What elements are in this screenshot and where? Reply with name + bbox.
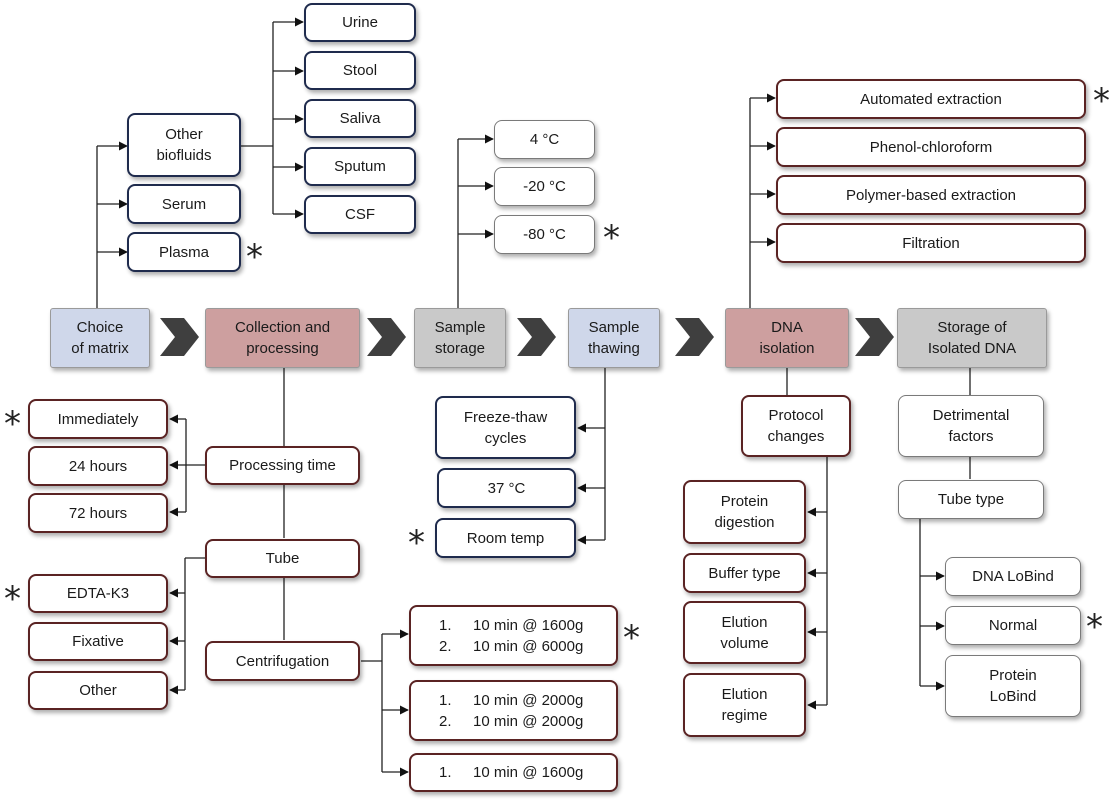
node-saliva: Saliva	[304, 99, 416, 138]
node-freeze-thaw-cycles: Freeze-thaw cycles	[435, 396, 576, 459]
stage-sample-thawing: Sample thawing	[568, 308, 660, 368]
node-processing-time: Processing time	[205, 446, 360, 485]
node-centrifugation-protocol-1: 1. 10 min @ 1600g 2. 10 min @ 6000g	[409, 605, 618, 666]
node-tube-type: Tube type	[898, 480, 1044, 519]
stage-collection-processing: Collection and processing	[205, 308, 360, 368]
node-room-temp: Room temp	[435, 518, 576, 558]
node-phenol-chloroform: Phenol-chloroform	[776, 127, 1086, 167]
node-buffer-type: Buffer type	[683, 553, 806, 593]
node-temp-minus-20c: -20 °C	[494, 167, 595, 206]
recommended-marker-room-temp: *	[408, 523, 425, 563]
node-serum: Serum	[127, 184, 241, 224]
node-fixative: Fixative	[28, 622, 168, 661]
node-elution-volume: Elution volume	[683, 601, 806, 664]
step-number: 1.	[439, 691, 452, 709]
step-number: 1.	[439, 616, 452, 634]
node-protocol-changes: Protocol changes	[741, 395, 851, 457]
node-72-hours: 72 hours	[28, 493, 168, 533]
node-urine: Urine	[304, 3, 416, 42]
node-24-hours: 24 hours	[28, 446, 168, 486]
stage-sample-storage: Sample storage	[414, 308, 506, 368]
recommended-marker-edta-k3: *	[4, 579, 21, 619]
node-plasma: Plasma	[127, 232, 241, 272]
step-number: 1.	[439, 764, 452, 781]
recommended-marker-minus-80c: *	[603, 218, 620, 258]
step-number: 2.	[439, 637, 452, 655]
node-protein-lobind: Protein LoBind	[945, 655, 1081, 717]
recommended-marker-plasma: *	[246, 237, 263, 277]
node-other-biofluids: Other biofluids	[127, 113, 241, 177]
node-automated-extraction: Automated extraction	[776, 79, 1086, 119]
node-centrifugation: Centrifugation	[205, 641, 360, 681]
node-centrifugation-protocol-3: 1. 10 min @ 1600g	[409, 753, 618, 792]
step-text: 10 min @ 1600g	[473, 616, 584, 634]
node-stool: Stool	[304, 51, 416, 90]
node-temp-minus-80c: -80 °C	[494, 215, 595, 254]
node-tube: Tube	[205, 539, 360, 578]
node-protein-digestion: Protein digestion	[683, 480, 806, 544]
stage-choice-of-matrix: Choice of matrix	[50, 308, 150, 368]
node-polymer-based-extraction: Polymer-based extraction	[776, 175, 1086, 215]
node-filtration: Filtration	[776, 223, 1086, 263]
recommended-marker-normal: *	[1086, 607, 1103, 647]
node-centrifugation-protocol-2: 1. 10 min @ 2000g 2. 10 min @ 2000g	[409, 680, 618, 741]
node-other-tube: Other	[28, 671, 168, 710]
node-csf: CSF	[304, 195, 416, 234]
node-elution-regime: Elution regime	[683, 673, 806, 737]
node-normal: Normal	[945, 606, 1081, 645]
node-edta-k3: EDTA-K3	[28, 574, 168, 613]
step-text: 10 min @ 6000g	[473, 637, 584, 655]
recommended-marker-centrifugation-1: *	[623, 618, 640, 658]
node-detrimental-factors: Detrimental factors	[898, 395, 1044, 457]
step-text: 10 min @ 1600g	[473, 764, 584, 781]
node-dna-lobind: DNA LoBind	[945, 557, 1081, 596]
step-text: 10 min @ 2000g	[473, 712, 584, 730]
step-text: 10 min @ 2000g	[473, 691, 584, 709]
recommended-marker-automated-extraction: *	[1093, 81, 1110, 121]
node-sputum: Sputum	[304, 147, 416, 186]
recommended-marker-immediately: *	[4, 404, 21, 444]
stage-storage-isolated-dna: Storage of Isolated DNA	[897, 308, 1047, 368]
node-37c: 37 °C	[437, 468, 576, 508]
node-immediately: Immediately	[28, 399, 168, 439]
node-temp-4c: 4 °C	[494, 120, 595, 159]
step-number: 2.	[439, 712, 452, 730]
stage-dna-isolation: DNA isolation	[725, 308, 849, 368]
